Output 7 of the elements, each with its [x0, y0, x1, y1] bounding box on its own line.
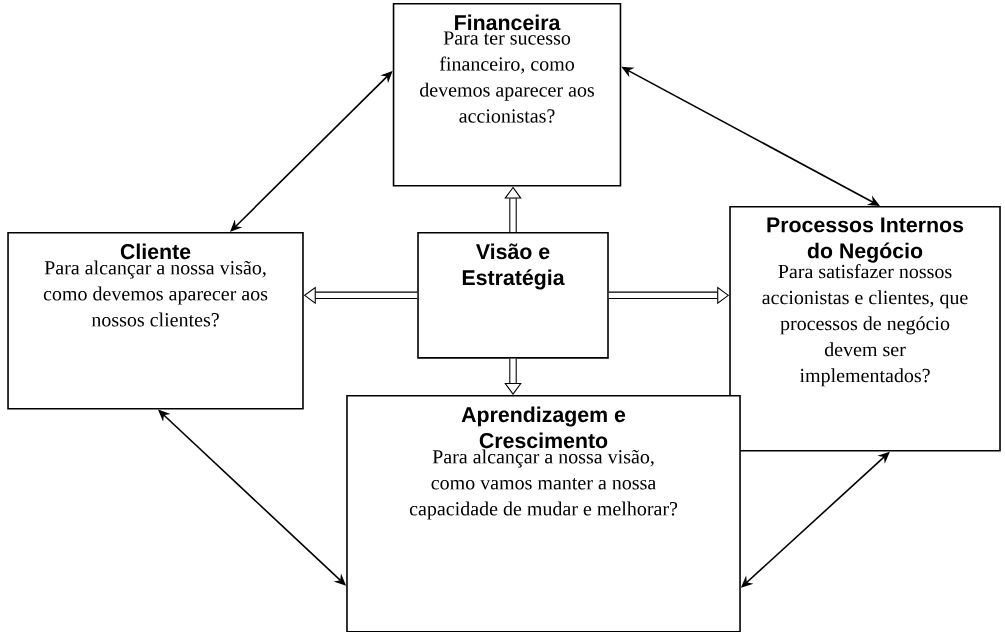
text-box: Processos Internos do Negócio Para satisfazer nossos accionistas e clientes, que processos de negócio devem ser implementados?: [729, 206, 1001, 452]
text-box: Visão e Estratégia: [417, 232, 609, 359]
text-box: Financeira Para ter sucesso financeiro, como devemos aparecer aos accionistas?: [392, 3, 622, 187]
text-box: Cliente Para alcançar a nossa visão, como devemos aparecer aos nossos clientes?: [7, 232, 304, 410]
text-box: Aprendizagem e Crescimento Para alcançar a nossa visão, como vamos manter a nossa capacidade de mudar e melhorar?: [346, 395, 741, 632]
arrow: [504, 186, 522, 232]
arrow: [504, 358, 522, 395]
